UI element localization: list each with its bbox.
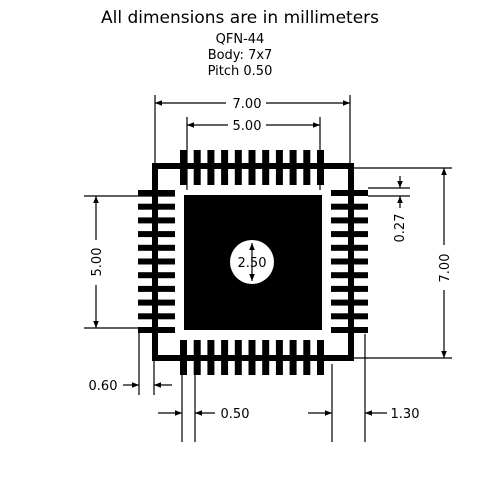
pad-left <box>138 203 175 210</box>
pad-bottom <box>180 340 187 375</box>
dim-pad-length: 0.27 <box>393 214 408 243</box>
pad-bottom <box>221 340 229 375</box>
pad-bottom <box>275 340 283 375</box>
pad-left <box>138 190 175 196</box>
pad-top <box>289 150 297 185</box>
pad-bottom <box>303 340 311 375</box>
pad-right <box>331 244 368 251</box>
pad-left <box>138 231 175 238</box>
pad-top <box>221 150 229 185</box>
diagram-title: All dimensions are in millimeters <box>100 8 380 28</box>
dim-body-height: 7.00 <box>438 254 453 283</box>
pad-left <box>138 217 175 224</box>
pads-left <box>138 190 175 333</box>
pads-right <box>331 190 368 333</box>
pad-top <box>248 150 256 185</box>
pad-top <box>303 150 311 185</box>
pad-top <box>275 150 283 185</box>
body-size: Body: 7x7 <box>207 48 273 63</box>
dim-pad-row-width: 5.00 <box>233 119 262 134</box>
pad-right <box>331 285 368 292</box>
pad-right <box>331 231 368 238</box>
dim-pad-width: 0.60 <box>89 379 118 394</box>
pad-right <box>331 272 368 279</box>
dim-body-width: 7.00 <box>233 97 262 112</box>
package-name: QFN-44 <box>215 32 265 47</box>
pad-top <box>262 150 270 185</box>
pad-right <box>331 217 368 224</box>
pad-left <box>138 272 175 279</box>
pitch-label: Pitch 0.50 <box>207 64 273 79</box>
pad-left <box>138 285 175 292</box>
pad-left <box>138 244 175 251</box>
pad-left <box>138 313 175 320</box>
pads-top <box>180 150 324 185</box>
dim-toe-extension: 1.30 <box>391 407 420 422</box>
pad-right <box>331 258 368 265</box>
pad-bottom <box>207 340 215 375</box>
pad-top <box>207 150 215 185</box>
pad-left <box>138 258 175 265</box>
pad-top <box>180 150 187 185</box>
pad-right <box>331 299 368 306</box>
pad-right <box>331 203 368 210</box>
pad-bottom <box>234 340 242 375</box>
pad-right <box>331 190 368 196</box>
pad-bottom <box>248 340 256 375</box>
dim-pad-col-height: 5.00 <box>90 248 105 277</box>
pad-left <box>138 327 175 333</box>
pad-bottom <box>262 340 270 375</box>
pad-bottom <box>289 340 297 375</box>
pad-bottom <box>317 340 324 375</box>
pads-bottom <box>180 340 324 375</box>
pad-bottom <box>193 340 201 375</box>
dim-thermal-pad: 2.50 <box>238 256 267 271</box>
pad-left <box>138 299 175 306</box>
pad-top <box>193 150 201 185</box>
dim-pitch: 0.50 <box>221 407 250 422</box>
pad-top <box>234 150 242 185</box>
pad-right <box>331 313 368 320</box>
pad-right <box>331 327 368 333</box>
